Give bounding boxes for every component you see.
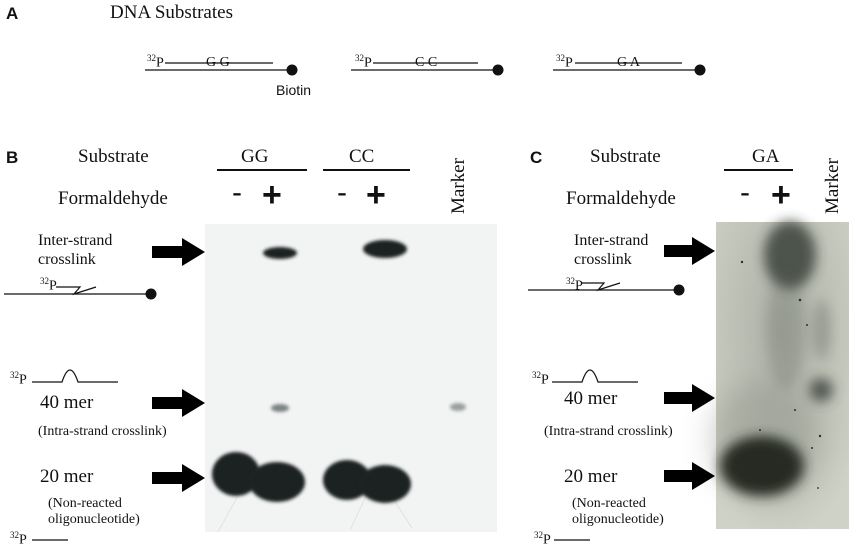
panel-b-arrows (152, 238, 205, 492)
band-marker-40mer (450, 403, 466, 411)
panel-c-intra-schematic (552, 369, 638, 383)
biotin-label: Biotin (276, 82, 312, 98)
substrate-3-schematic (553, 62, 700, 71)
panel-c-20mer-note1: (Non-reacted (572, 496, 646, 511)
panel-a-title: DNA Substrates (110, 2, 233, 23)
substrate-3-sequence: G A (617, 55, 640, 70)
panel-b-sign-1: - (232, 176, 242, 209)
substrate-1-schematic (145, 62, 292, 71)
biotin-dot-2 (492, 64, 504, 76)
panel-b-arrow-40mer (152, 389, 205, 417)
panel-b-letter: B (6, 148, 19, 167)
panel-c-arrow-interstrand (664, 237, 715, 265)
panel-c-formaldehyde-label: Formaldehyde (566, 188, 676, 209)
panel-b-sign-3: - (337, 176, 347, 209)
panel-b-marker-label: Marker (448, 158, 469, 214)
band-ga-marker-40mer (809, 378, 833, 402)
panel-c-40mer-note: (Intra-strand crosslink) (544, 424, 673, 439)
panel-c-substrate-label: Substrate (590, 146, 661, 167)
band-gg-40mer (271, 404, 289, 412)
panel-b-arrow-20mer (152, 464, 205, 492)
panel-b-40mer-note: (Intra-strand crosslink) (38, 424, 167, 439)
substrate-1-sequence: G G (206, 55, 230, 70)
band-gg-plus-20mer (249, 462, 305, 502)
panel-c-crosslink-schematic-label: 32P (566, 276, 583, 294)
band-ga-interstrand (764, 221, 816, 289)
panel-b-group-gg: GG (241, 146, 269, 167)
panel-c-sign-1: - (740, 176, 750, 209)
panel-b-20mer-note2: oligonucleotide) (48, 512, 140, 527)
band-cc-interstrand (363, 240, 407, 258)
band-gg-interstrand (263, 247, 297, 259)
panel-b-group-cc: CC (349, 146, 375, 167)
substrate-2-sequence: C C (415, 55, 438, 70)
panel-b-crosslink-biotin (145, 288, 157, 300)
panel-c-20mer-note2: oligonucleotide) (572, 512, 664, 527)
panel-b-20mer-note1: (Non-reacted (48, 496, 122, 511)
panel-b-sign-2: + (262, 176, 282, 214)
panel-c-interstrand-line2: crosslink (574, 251, 632, 268)
panel-c-interstrand-line1: Inter-strand (574, 232, 649, 249)
panel-b-formaldehyde-label: Formaldehyde (58, 188, 168, 209)
panel-b-sign-4: + (366, 176, 386, 214)
substrate-3-label: 32P (556, 53, 573, 71)
panel-c-intra-schematic-label: 32P (532, 370, 549, 388)
panel-c-sign-2: + (771, 176, 791, 214)
panel-c-40mer: 40 mer (564, 388, 618, 409)
panel-b-20mer: 20 mer (40, 466, 94, 487)
panel-c-marker-label: Marker (822, 158, 843, 214)
panel-b-crosslink-top-strand (56, 286, 97, 296)
band-cc-minus-20mer (323, 460, 371, 500)
panel-c-group-ga: GA (752, 146, 780, 167)
panel-b-40mer: 40 mer (40, 392, 94, 413)
substrate-2-label: 32P (355, 53, 372, 71)
panel-b-interstrand-line1: Inter-strand (38, 232, 113, 249)
panel-b-arrow-interstrand (152, 238, 205, 266)
panel-c-letter: C (530, 148, 543, 167)
band-ga-20mer (720, 436, 804, 496)
panel-c-20mer-schematic-label: 32P (534, 530, 551, 548)
panel-b-crosslink-schematic-label: 32P (40, 276, 57, 294)
biotin-dot-1 (286, 64, 298, 76)
band-cc-plus-20mer (359, 465, 411, 503)
panel-c-20mer: 20 mer (564, 466, 618, 487)
band-gg-minus-20mer (212, 452, 260, 496)
panel-b-interstrand-line2: crosslink (38, 251, 96, 268)
panel-b-substrate-label: Substrate (78, 146, 149, 167)
panel-c-crosslink-top-strand (582, 282, 621, 292)
biotin-dot-3 (694, 64, 706, 76)
panel-c-arrows (664, 237, 715, 490)
panel-b-intra-schematic-label: 32P (10, 370, 27, 388)
panel-a-letter: A (6, 4, 19, 23)
substrate-2-schematic (351, 62, 498, 71)
panel-b-intra-schematic (32, 369, 118, 383)
panel-c-arrow-40mer (664, 384, 715, 412)
panel-b-20mer-schematic-label: 32P (10, 530, 27, 548)
panel-c-arrow-20mer (664, 462, 715, 490)
panel-c-crosslink-biotin (673, 284, 685, 296)
substrate-1-label: 32P (147, 53, 164, 71)
